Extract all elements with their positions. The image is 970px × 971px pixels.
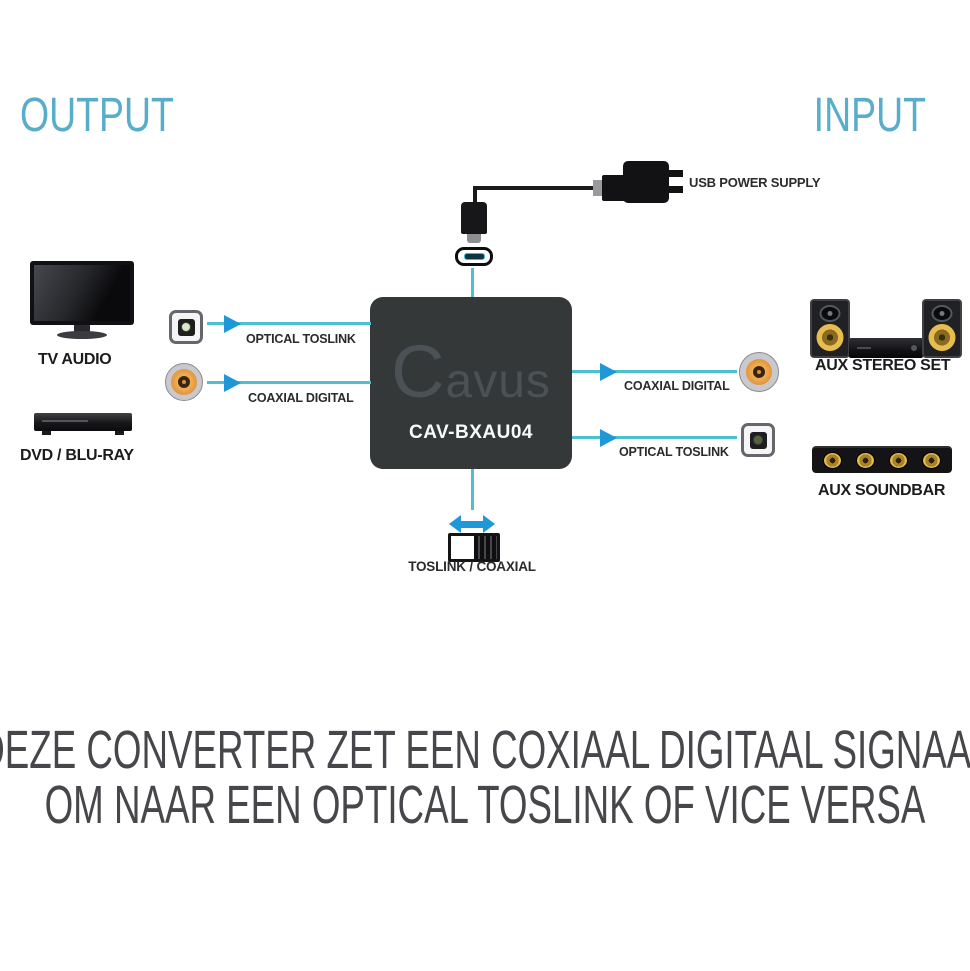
speaker-left-icon: [810, 299, 850, 358]
micro-usb-plug-icon: [461, 202, 487, 234]
arrow-right-icon: [224, 314, 241, 333]
usb-a-plug-tip: [593, 180, 603, 196]
power-signal-line: [471, 268, 474, 297]
switch-signal-line: [471, 469, 474, 510]
aux-stereo-set-label: AUX STEREO SET: [815, 357, 951, 374]
dvd-player-icon: [34, 413, 132, 435]
soundbar-icon: [812, 446, 952, 473]
switch-label: TOSLINK / COAXIAL: [408, 559, 536, 574]
output-zone-title: OUTPUT: [20, 89, 174, 142]
brand-rest: avus: [445, 355, 551, 409]
caption-line-1: DEZE CONVERTER ZET EEN COXIAAL DIGITAAL …: [0, 720, 970, 780]
aux-soundbar-label: AUX SOUNDBAR: [818, 482, 946, 499]
optical-toslink-label-left: OPTICAL TOSLINK: [246, 332, 356, 346]
adapter-prong-bottom: [667, 186, 683, 193]
micro-usb-plug-tip: [467, 234, 481, 243]
stereo-set-icon: [810, 299, 962, 358]
double-arrow-icon: [449, 515, 495, 533]
optical-line-right: [572, 436, 737, 439]
coaxial-icon: [739, 352, 779, 392]
tv-audio-label: TV AUDIO: [38, 351, 112, 368]
amplifier-icon: [849, 338, 923, 358]
usb-cable-vertical: [473, 186, 477, 206]
model-number: CAV-BXAU04: [409, 421, 533, 443]
power-adapter-icon: [623, 161, 669, 203]
converter-box: Cavus CAV-BXAU04: [370, 297, 572, 469]
caption-line-2: OM NAAR EEN OPTICAL TOSLINK OF VICE VERS…: [44, 775, 926, 835]
dvd-bluray-label: DVD / BLU-RAY: [20, 447, 134, 464]
input-zone-title: INPUT: [813, 89, 926, 142]
optical-toslink-label-right: OPTICAL TOSLINK: [619, 445, 729, 459]
usb-port-icon: [455, 247, 493, 266]
usb-port-slot: [463, 253, 485, 260]
toslink-icon: [741, 423, 775, 457]
adapter-prong-top: [667, 170, 683, 177]
toslink-icon: [169, 310, 203, 344]
speaker-right-icon: [922, 299, 962, 358]
coaxial-digital-label-left: COAXIAL DIGITAL: [248, 391, 354, 405]
coaxial-line-left: [207, 381, 371, 384]
coaxial-digital-label-right: COAXIAL DIGITAL: [624, 379, 730, 393]
arrow-right-icon: [600, 362, 617, 381]
usb-power-supply-label: USB POWER SUPPLY: [689, 175, 821, 190]
optical-line-left: [207, 322, 371, 325]
coaxial-icon: [165, 363, 203, 401]
coaxial-line-right: [572, 370, 737, 373]
brand-logo: Cavus: [391, 335, 551, 409]
usb-cable-horizontal: [475, 186, 597, 190]
tv-icon: [30, 261, 134, 339]
arrow-right-icon: [600, 428, 617, 447]
usb-a-plug-icon: [602, 175, 626, 201]
toslink-coaxial-switch-icon: [448, 533, 500, 562]
brand-initial: C: [391, 330, 446, 414]
arrow-right-icon: [224, 373, 241, 392]
